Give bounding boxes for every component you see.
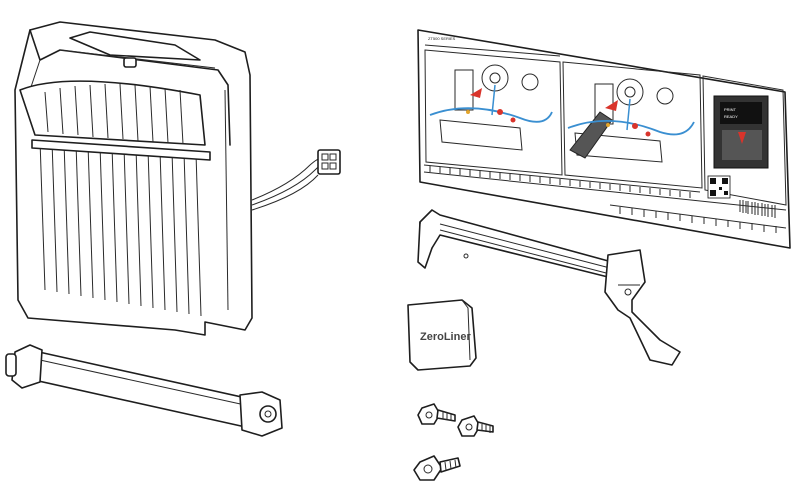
screw-1 <box>417 403 456 425</box>
label-header: ZT500 SERIES <box>428 36 456 41</box>
zeroliner-label: ZeroLiner <box>420 331 471 343</box>
roller <box>5 344 283 437</box>
media-path-1 <box>429 107 553 123</box>
cutter-cover <box>14 21 253 336</box>
guide-bar <box>417 209 681 366</box>
screw-3 <box>413 455 461 481</box>
zeroliner-pad: ZeroLiner <box>407 299 477 371</box>
media-path-2 <box>567 120 695 136</box>
instruction-label: ZT500 SERIES <box>417 29 791 249</box>
cover-ribs <box>39 83 202 317</box>
barcode-icon <box>739 200 776 218</box>
cable-connector <box>251 149 341 211</box>
display-line-2: READY <box>724 114 738 119</box>
screw-2 <box>457 415 494 437</box>
qr-code-icon <box>707 175 731 199</box>
red-arrow-icon <box>470 88 482 98</box>
display-line-1: PRINT <box>724 107 737 112</box>
